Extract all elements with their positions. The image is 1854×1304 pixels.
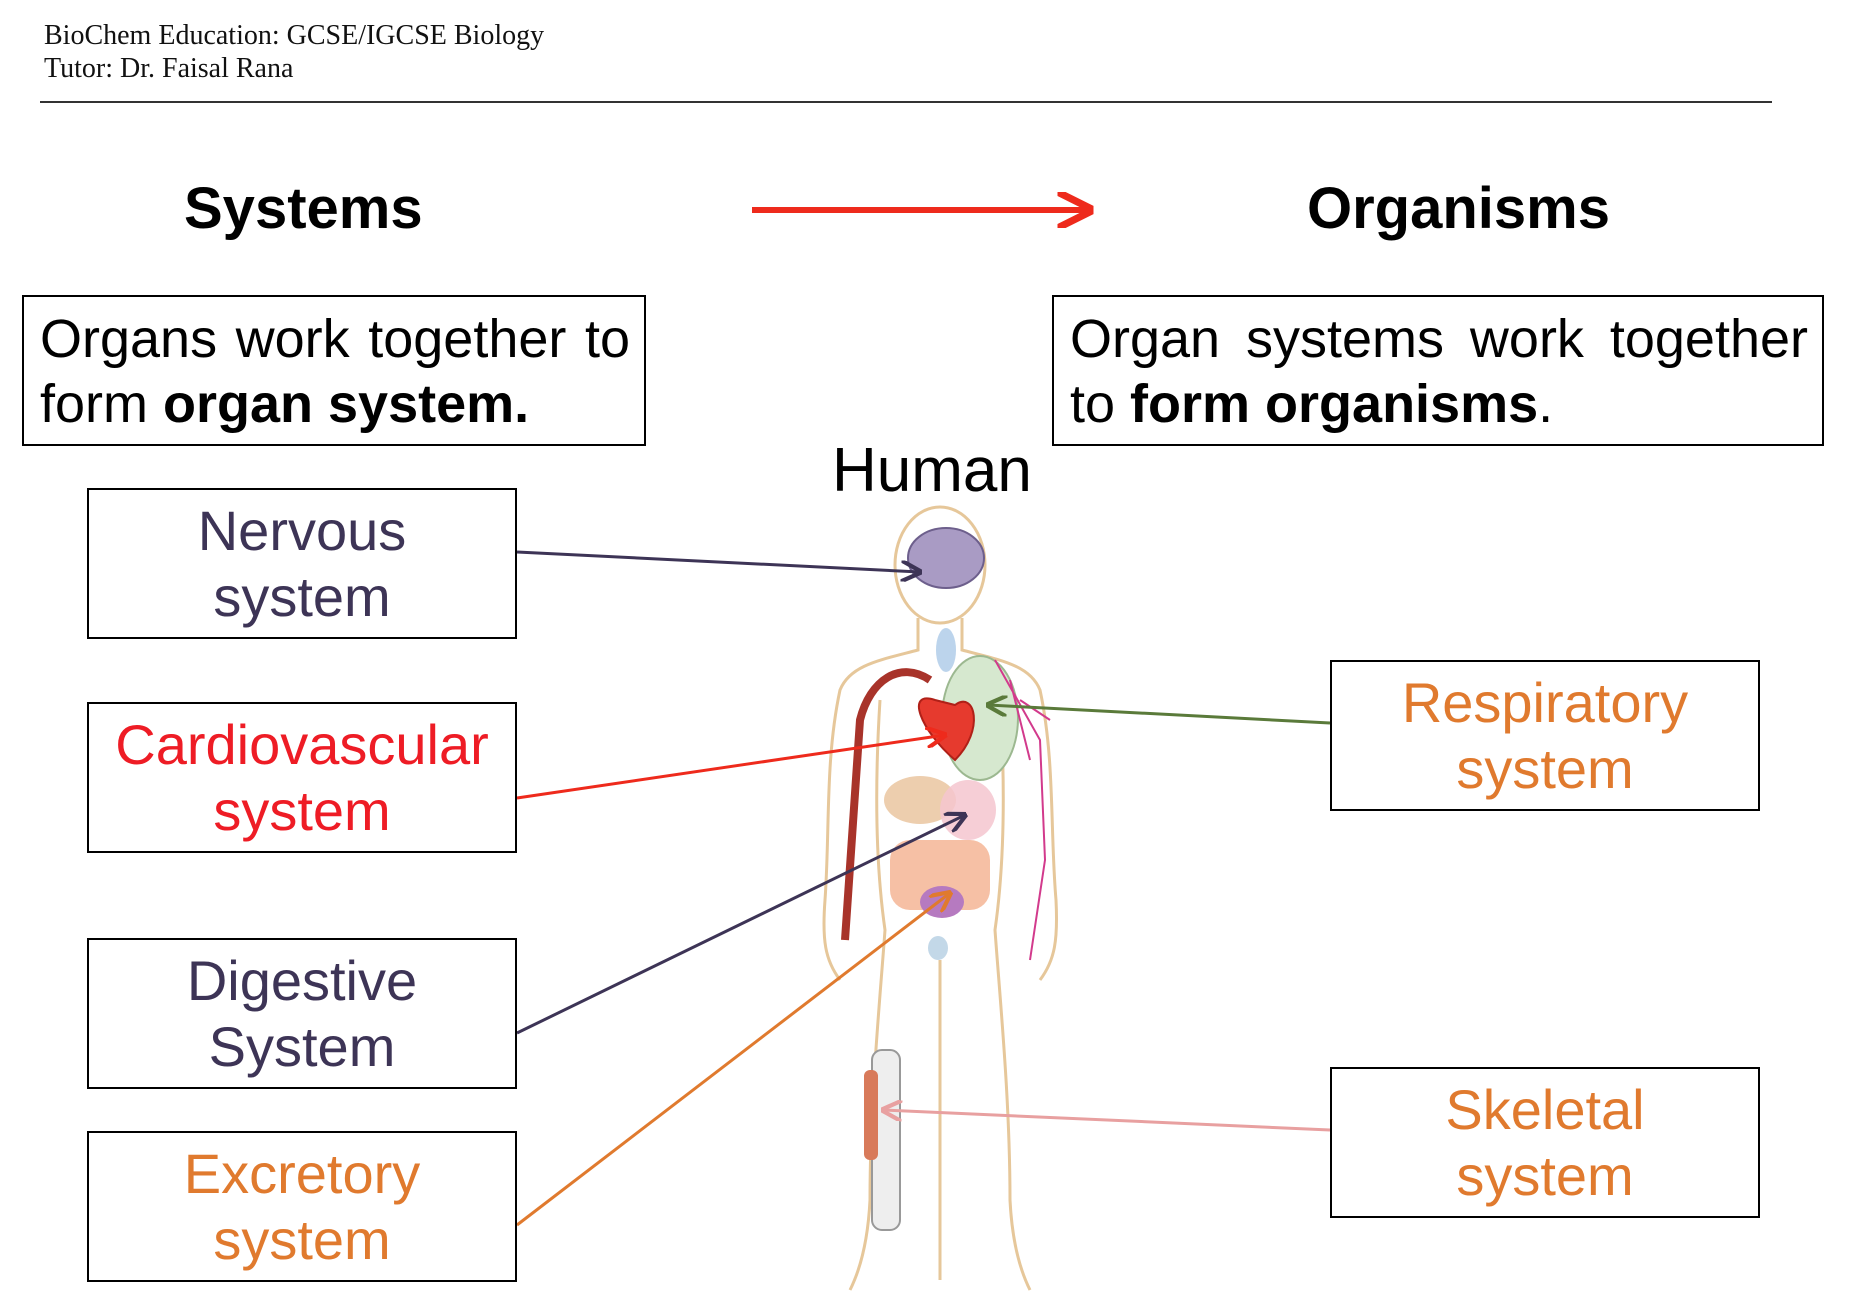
box-excretory-system: Excretory system [87, 1131, 517, 1282]
box-nervous-system: Nervous system [87, 488, 517, 639]
bladder-icon [920, 886, 964, 918]
definition-text: Organ systems work together to [1070, 309, 1808, 434]
liver-icon [884, 776, 956, 824]
label-line1: Cardiovascular [115, 712, 489, 776]
label-line2: system [1456, 1143, 1634, 1207]
label-line1: Nervous [197, 498, 407, 562]
label-line2: system [213, 778, 391, 842]
definition-organ-system: Organs work together to form organ syste… [22, 295, 646, 446]
lymph-vessels-icon [994, 659, 1051, 961]
arrow-excretory [516, 893, 950, 1227]
label-line2: system [1456, 736, 1634, 800]
organs [841, 527, 1051, 1231]
label-line2: System [208, 1014, 396, 1078]
arrow-respiratory [988, 705, 1331, 725]
heading-organisms: Organisms [1307, 176, 1610, 241]
label-line2: system [213, 1207, 391, 1271]
header-divider [40, 101, 1772, 103]
header-tutor: Tutor: Dr. Faisal Rana [44, 53, 294, 84]
trachea-icon [936, 628, 956, 672]
box-digestive-system: Digestive System [87, 938, 517, 1089]
box-respiratory-system: Respiratory system [1330, 660, 1760, 811]
header-course-title: BioChem Education: GCSE/IGCSE Biology [44, 20, 545, 51]
definition-text: Organs work together to form [40, 309, 630, 434]
muscle-icon [864, 1070, 878, 1160]
label-line1: Skeletal [1445, 1077, 1645, 1141]
definition-tail: . [1538, 374, 1554, 434]
heading-systems: Systems [184, 176, 423, 241]
label-line1: Excretory [183, 1141, 421, 1205]
artery-icon [841, 668, 933, 941]
definition-organism: Organ systems work together to form orga… [1052, 295, 1824, 446]
arrow-cardiovascular [516, 735, 945, 800]
label-line1: Digestive [186, 948, 418, 1012]
human-body-figure [822, 505, 1059, 1291]
intestine-icon [890, 840, 990, 910]
definition-bold-term: organ system. [163, 374, 530, 434]
arrow-nervous [516, 550, 920, 572]
arrow-digestive [516, 815, 965, 1035]
box-skeletal-system: Skeletal system [1330, 1067, 1760, 1218]
definition-bold-term: form organisms [1130, 374, 1539, 434]
kidney-icon [928, 936, 948, 960]
label-line1: Respiratory [1401, 670, 1689, 734]
brain-icon [907, 527, 985, 589]
arrow-skeletal [883, 1110, 1331, 1132]
box-cardiovascular-system: Cardiovascular system [87, 702, 517, 853]
human-label: Human [832, 436, 1032, 505]
stomach-icon [940, 780, 996, 840]
label-line2: system [213, 564, 391, 628]
